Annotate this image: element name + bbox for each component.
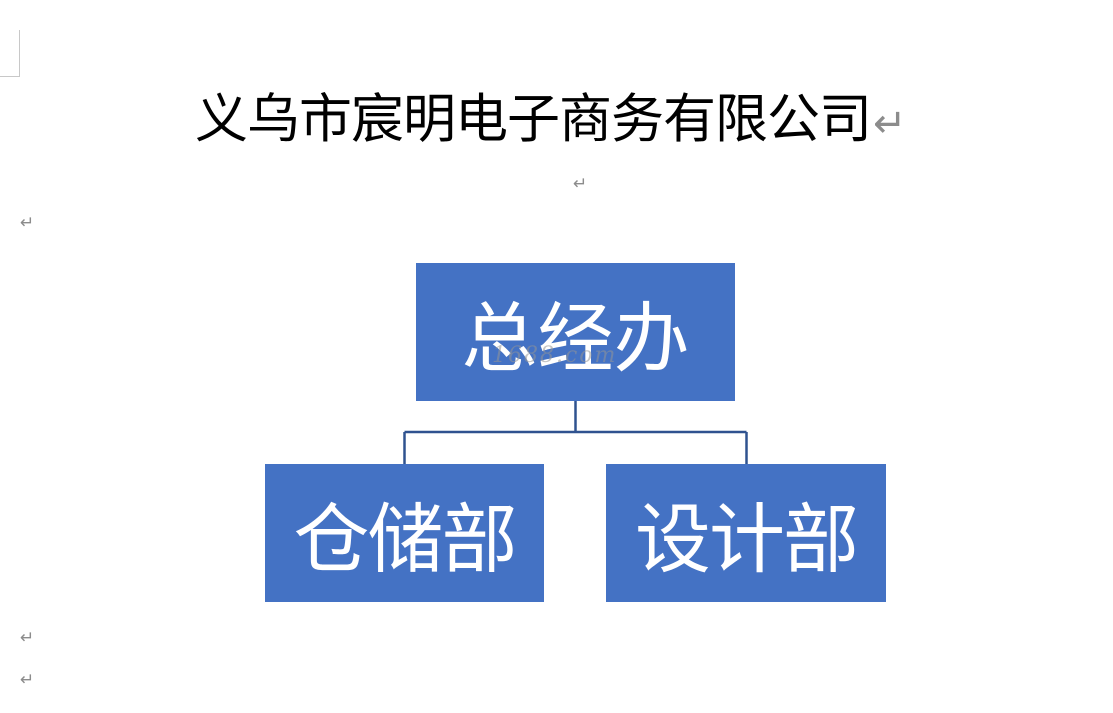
- paragraph-mark-icon: ↵: [20, 670, 35, 690]
- document-title-line: 义乌市宸明电子商务有限公司↵: [195, 84, 995, 156]
- org-node-label: 设计部: [635, 495, 859, 584]
- paragraph-mark-icon: ↵: [20, 628, 35, 648]
- org-node-label: 仓储部: [293, 495, 518, 584]
- org-node-label: 总经办: [461, 294, 690, 383]
- document-title: 义乌市宸明电子商务有限公司: [195, 89, 872, 150]
- org-node-design[interactable]: 设计部: [606, 464, 886, 602]
- org-node-warehouse[interactable]: 仓储部: [265, 464, 544, 602]
- paragraph-mark-icon: ↵: [873, 101, 907, 147]
- org-node-general-office[interactable]: 总经办: [416, 263, 735, 401]
- paragraph-mark-icon: ↵: [573, 174, 588, 194]
- watermark: 1688.com: [492, 343, 618, 368]
- page-corner-marker: [0, 30, 20, 77]
- paragraph-mark-icon: ↵: [20, 213, 35, 233]
